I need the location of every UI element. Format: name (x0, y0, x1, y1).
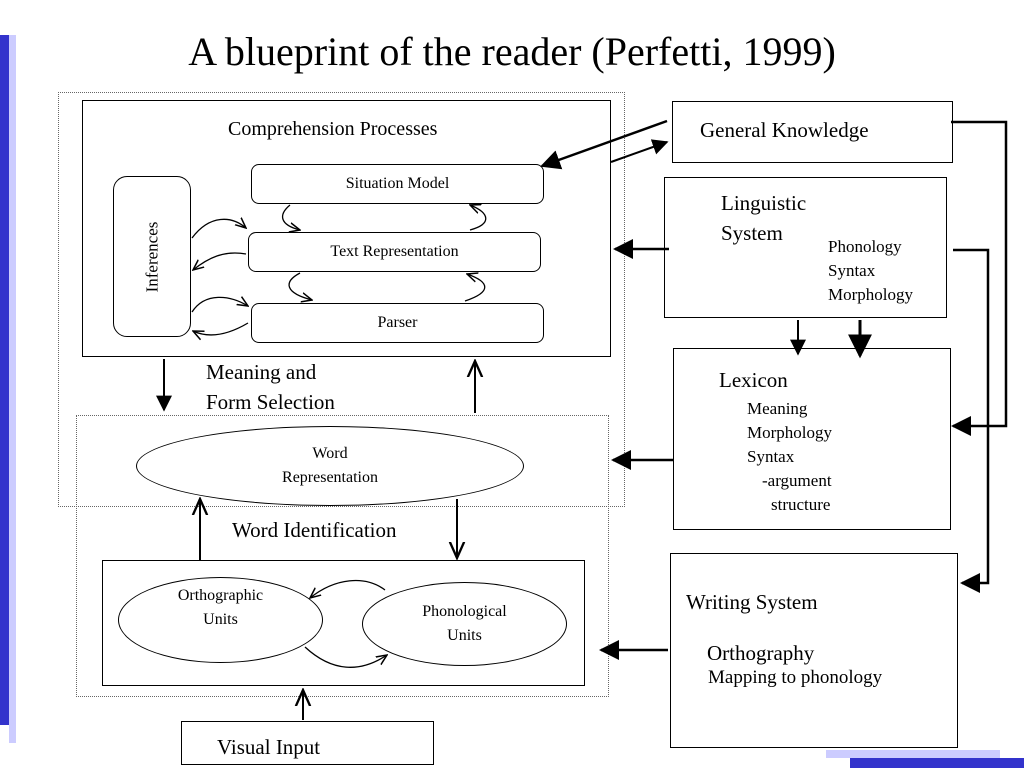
lexicon-item-syntax: Syntax (747, 447, 795, 466)
phonological-units-label: Phonological Units (422, 603, 507, 644)
footer-bar (850, 758, 1024, 768)
meaning-form-selection-label: Meaning and Form Selection (206, 360, 335, 414)
general-knowledge-label: General Knowledge (700, 118, 869, 142)
left-accent-bar-light (9, 35, 16, 743)
lexicon-item-morphology: Morphology (747, 423, 832, 442)
curve-text-to-parser-left (288, 272, 312, 300)
visual-input-box (181, 721, 434, 765)
orthography-label: Orthography (707, 641, 815, 665)
text-representation-box: Text Representation (248, 232, 541, 272)
linguistic-item-syntax: Syntax (828, 261, 876, 280)
word-representation-ellipse: Word Representation (136, 426, 524, 506)
curve-situation-to-text-left (281, 204, 300, 230)
connector-gk-to-lexicon (951, 120, 1008, 436)
curve-inferences-to-parser (191, 297, 248, 313)
arrow-gk-to-situation (540, 119, 668, 170)
curve-parser-to-inferences (193, 322, 249, 335)
situation-model-box: Situation Model (251, 164, 544, 204)
lexicon-label: Lexicon (719, 368, 788, 392)
mapping-to-phonology-label: Mapping to phonology (708, 667, 883, 688)
lexicon-item-meaning: Meaning (747, 399, 808, 418)
arrow-comprehension-to-gk (610, 139, 669, 163)
lexicon-item-argument: -argument (762, 471, 832, 490)
curve-inferences-to-text (191, 219, 246, 239)
linguistic-system-label: Linguistic System (721, 191, 807, 245)
curve-text-to-situation-right (470, 205, 487, 231)
inferences-box: Inferences (113, 176, 191, 337)
linguistic-system-box (664, 177, 947, 318)
writing-system-box (670, 553, 958, 748)
page-title: A blueprint of the reader (Perfetti, 199… (188, 29, 836, 74)
upper-dotted-region (58, 92, 625, 507)
orthographic-units-label: Orthographic Units (177, 587, 264, 628)
curve-ortho-to-phono (304, 646, 387, 668)
text-representation-label: Text Representation (330, 243, 459, 260)
footer-bar-light (826, 750, 1000, 758)
orthographic-units-ellipse: Orthographic Units (118, 577, 323, 663)
lexicon-item-structure: structure (771, 495, 831, 514)
curve-text-to-inferences (193, 252, 247, 270)
writing-system-label: Writing System (686, 590, 818, 614)
linguistic-item-phonology: Phonology (828, 237, 902, 256)
left-accent-bar (0, 35, 9, 725)
parser-box: Parser (251, 303, 544, 343)
connector-linguistic-to-writing (953, 248, 990, 593)
linguistic-item-morphology: Morphology (828, 285, 913, 304)
situation-model-label: Situation Model (345, 175, 450, 192)
lower-dotted-region (76, 415, 609, 697)
lexicon-box (673, 348, 951, 530)
word-identification-label: Word Identification (232, 518, 397, 542)
visual-input-label: Visual Input (217, 735, 321, 759)
curve-parser-to-text-right (464, 274, 486, 302)
parser-label: Parser (377, 314, 418, 331)
word-representation-label: Word Representation (282, 445, 378, 486)
phonological-units-ellipse: Phonological Units (362, 582, 567, 666)
curve-phono-to-ortho (310, 579, 386, 598)
general-knowledge-box (672, 101, 953, 163)
comprehension-processes-label: Comprehension Processes (228, 118, 438, 140)
